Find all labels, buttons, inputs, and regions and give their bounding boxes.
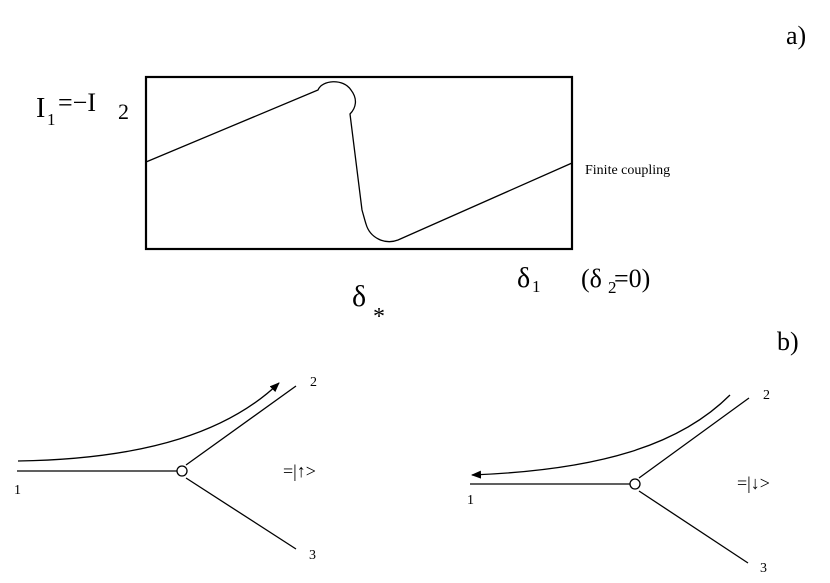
- lead-3: [638, 490, 749, 564]
- delta-star-symbol: δ: [352, 280, 366, 313]
- junction-node: [176, 465, 188, 477]
- junction-left: 1 2 3 =|↑>: [14, 375, 317, 563]
- y-label-sub2: 2: [118, 99, 129, 124]
- leg-label-1: 1: [467, 493, 474, 508]
- leg-label-3: 3: [309, 548, 316, 563]
- junction-node: [629, 478, 641, 490]
- delta1-sub: 1: [532, 277, 541, 296]
- leg-label-2: 2: [310, 375, 317, 390]
- delta1-axis-label: δ 1: [517, 263, 541, 296]
- current-phase-curve: [145, 81, 573, 243]
- transport-arrow-1-to-2: [17, 382, 280, 462]
- leg-label-3: 3: [760, 561, 767, 576]
- spin-state-down: =|↓>: [737, 473, 770, 493]
- y-axis-label: I 1 =−I 2: [36, 88, 129, 129]
- delta2-condition: (δ 2 =0): [581, 264, 650, 297]
- delta-star-sub: *: [373, 304, 385, 330]
- transport-arrow-2-to-1: [471, 394, 731, 479]
- panel-b-label: b): [777, 327, 799, 356]
- y-label-mid: =−I: [58, 88, 96, 117]
- condition-open: (δ: [581, 264, 602, 293]
- condition-rest: =0): [614, 264, 650, 293]
- y-label-main: I: [36, 93, 45, 124]
- panel-b: b) 1 2 3 =|↑> 1 2 3 =|↓>: [14, 327, 799, 576]
- junction-right: 1 2 3 =|↓>: [467, 388, 770, 576]
- y-label-sub1: 1: [47, 110, 56, 129]
- spin-state-up: =|↑>: [283, 461, 316, 481]
- delta1-symbol: δ: [517, 263, 530, 294]
- lead-3: [185, 477, 297, 550]
- leg-label-1: 1: [14, 483, 21, 498]
- curve-label: Finite coupling: [585, 163, 670, 178]
- condition-sub: 2: [608, 278, 617, 297]
- delta-star-label: δ *: [352, 280, 385, 330]
- leg-label-2: 2: [763, 388, 770, 403]
- lead-2: [185, 385, 297, 466]
- panel-a: a) I 1 =−I 2 Finite coupling δ * δ 1 (δ …: [36, 21, 806, 330]
- panel-a-label: a): [786, 21, 806, 50]
- plot-frame: [144, 75, 574, 251]
- lead-2: [638, 397, 750, 479]
